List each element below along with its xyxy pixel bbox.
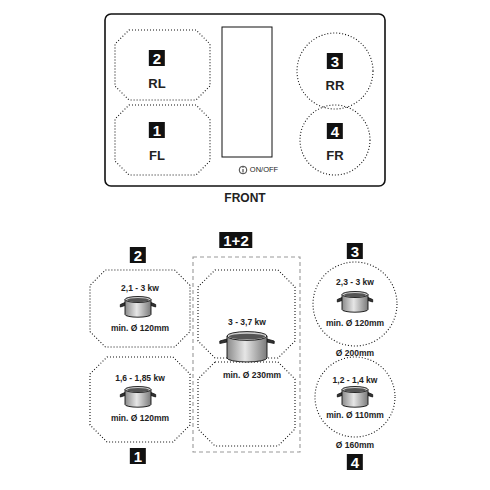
min-diameter: min. Ø 120mm: [111, 324, 169, 333]
zone-diameter: Ø 160mm: [336, 441, 374, 450]
zone-code: RL: [148, 77, 165, 90]
zone-number: 3: [347, 243, 363, 259]
power-range: 2,1 - 3 kw: [121, 284, 159, 293]
zone-detail: 22,1 - 3 kwmin. Ø 120mm: [90, 270, 190, 347]
power-range: 2,3 - 3 kw: [336, 278, 374, 287]
front-label: FRONT: [224, 192, 265, 204]
cooking-zone: 2RL: [115, 30, 210, 100]
control-panel: [222, 27, 272, 157]
bridge-zone-detail: 1+23 - 3,7 kwmin. Ø 230mm: [193, 257, 300, 452]
zone-diameter: Ø 200mm: [336, 349, 374, 358]
zone-code: RR: [326, 79, 345, 92]
zone-outline: [90, 357, 190, 442]
info-icon: [239, 166, 247, 174]
zone-detail: 1,2 - 1,4 kwmin. Ø 110mmØ 160mm4: [315, 357, 395, 437]
zone-detail: 32,3 - 3 kwmin. Ø 120mmØ 200mm: [313, 262, 397, 346]
min-diameter: min. Ø 120mm: [111, 414, 169, 423]
min-diameter: min. Ø 120mm: [326, 319, 384, 328]
bridge-zone-lower: [198, 362, 295, 446]
min-diameter: min. Ø 230mm: [223, 371, 281, 380]
cooking-zone: 3RR: [297, 33, 373, 109]
power-range: 1,2 - 1,4 kw: [333, 376, 378, 385]
zone-number: 2: [130, 247, 146, 263]
power-range: 3 - 3,7 kw: [228, 318, 266, 327]
zone-number: 1: [130, 448, 146, 464]
zone-outline: [90, 270, 190, 347]
zone-code: FL: [149, 149, 165, 162]
cooking-zone: 4FR: [300, 105, 370, 175]
min-diameter: min. Ø 110mm: [326, 411, 384, 420]
zone-number: 2: [149, 50, 165, 66]
zone-number: 4: [327, 123, 343, 139]
zone-detail: 1,6 - 1,85 kwmin. Ø 120mm1: [90, 357, 190, 442]
zone-outline: [115, 105, 210, 175]
hob-outline: ON/OFFFRONT2RL3RR1FL4FR: [105, 14, 385, 186]
zone-outline: [193, 257, 300, 452]
on-off-label: ON/OFF: [250, 166, 278, 174]
zone-number: 1: [149, 122, 165, 138]
zone-outline: [313, 262, 397, 346]
pot-icons: [120, 292, 372, 408]
zone-number: 1+2: [219, 232, 252, 248]
power-range: 1,6 - 1,85 kw: [115, 374, 165, 383]
cooking-zone: 1FL: [115, 105, 210, 175]
zone-outline: [315, 357, 395, 437]
zone-number: 4: [347, 454, 363, 470]
zone-number: 3: [327, 53, 343, 69]
zone-code: FR: [326, 149, 343, 162]
zone-outline: [297, 33, 373, 109]
zone-outline: [300, 105, 370, 175]
